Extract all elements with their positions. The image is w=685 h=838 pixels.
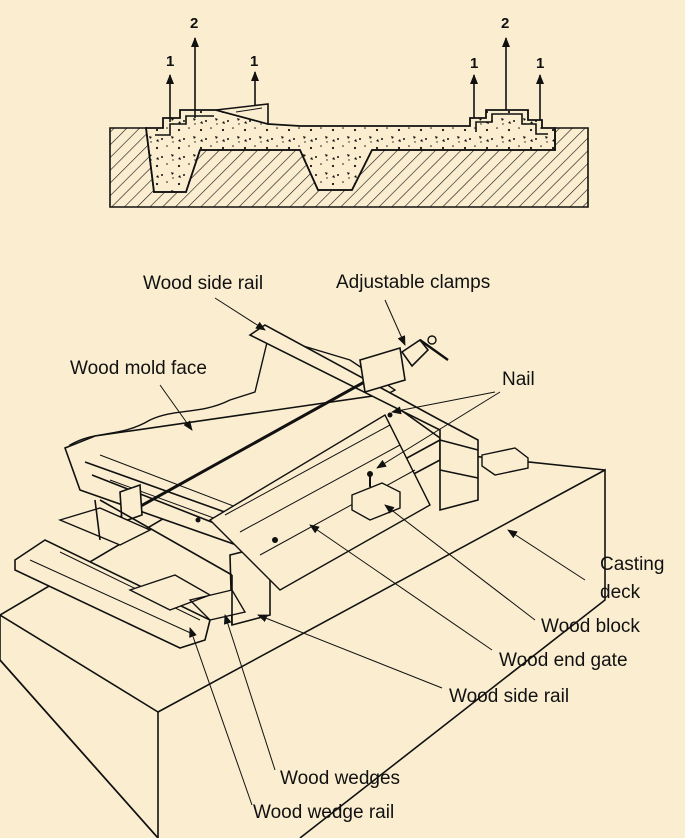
- tie-rod: [111, 363, 396, 524]
- force-label: 2: [190, 15, 198, 32]
- label-casting-deck-2: deck: [600, 582, 641, 603]
- force-label: 2: [501, 15, 509, 32]
- clamp-near: [119, 483, 143, 524]
- adjustable-clamp: [359, 346, 406, 394]
- force-label: 1: [470, 55, 478, 72]
- label-wood-wedge-rail: Wood wedge rail: [253, 802, 394, 823]
- loose-block: [481, 447, 529, 476]
- label-wood-end-gate: Wood end gate: [499, 650, 628, 671]
- cross-section-diagram: 1 2 1 1 2 1: [109, 15, 589, 208]
- force-label: 1: [166, 53, 174, 70]
- form-edge-right: [475, 113, 548, 135]
- force-label: 1: [536, 55, 544, 72]
- side-rail-far: [248, 324, 479, 512]
- label-wood-block: Wood block: [541, 616, 640, 637]
- label-wood-side-rail-bottom: Wood side rail: [449, 686, 569, 707]
- leader-lines: [159, 297, 586, 806]
- formwork-drawing: [0, 324, 606, 838]
- concrete-member: [144, 109, 556, 193]
- label-adjustable-clamps: Adjustable clamps: [336, 272, 490, 293]
- form-edge-left: [155, 115, 214, 136]
- label-nail: Nail: [502, 369, 535, 390]
- wedge-rail: [14, 539, 211, 649]
- label-wood-mold-face: Wood mold face: [70, 358, 207, 379]
- label-wood-wedges: Wood wedges: [280, 768, 400, 789]
- force-label: 1: [250, 53, 258, 70]
- label-wood-side-rail-top: Wood side rail: [143, 273, 263, 294]
- labels: Wood side rail Adjustable clamps Wood mo…: [70, 272, 664, 823]
- casting-deck: [0, 437, 606, 838]
- label-casting-deck-1: Casting: [600, 554, 664, 575]
